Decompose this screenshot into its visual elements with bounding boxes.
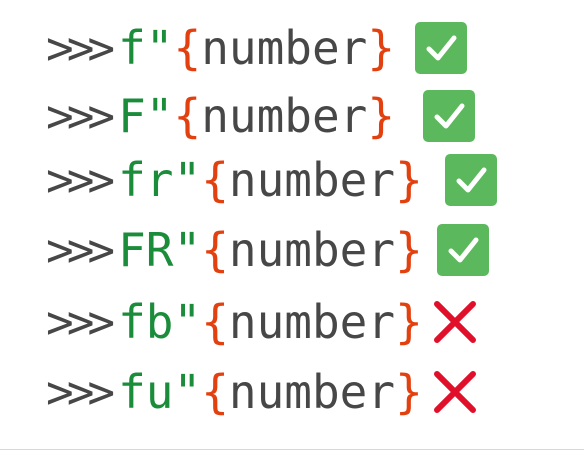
row-fb: >>> fb " { number } [46, 290, 481, 354]
code-line: >>> fb " { number } [46, 290, 423, 354]
check-icon [423, 90, 476, 142]
quote-text: " [145, 89, 174, 143]
row-fu: >>> fu " { number } [46, 360, 481, 424]
close-brace: } [395, 295, 423, 349]
open-brace: { [201, 153, 229, 207]
row-F: >>> F " { number } [46, 84, 476, 148]
row-fr: >>> fr " { number } [46, 148, 497, 212]
code-line: >>> F " { number } [46, 84, 395, 148]
prompt-text: >>> [46, 153, 115, 207]
row-FR: >>> FR " { number } [46, 218, 489, 282]
prompt-text: >>> [46, 89, 115, 143]
variable-name: number [228, 365, 396, 419]
quote-text: " [173, 153, 202, 207]
code-line: >>> fu " { number } [46, 360, 423, 424]
prompt-text: >>> [46, 295, 115, 349]
code-line: >>> f " { number } [46, 16, 395, 80]
close-brace: } [395, 365, 423, 419]
cross-icon [429, 296, 481, 348]
quote-text: " [173, 295, 202, 349]
prefix-text: fu [118, 365, 174, 419]
open-brace: { [173, 89, 202, 143]
check-icon [415, 22, 468, 74]
prompt-text: >>> [46, 21, 115, 75]
code-line: >>> fr " { number } [46, 148, 423, 212]
check-icon [444, 154, 497, 206]
variable-name: number [228, 295, 396, 349]
cross-icon [429, 366, 481, 418]
open-brace: { [173, 21, 202, 75]
close-brace: } [367, 21, 396, 75]
close-brace: } [395, 153, 423, 207]
prefix-text: FR [118, 223, 174, 277]
quote-text: " [173, 365, 202, 419]
variable-name: number [201, 21, 368, 75]
prefix-text: fr [118, 153, 174, 207]
close-brace: } [395, 223, 423, 277]
prompt-text: >>> [46, 223, 115, 277]
close-brace: } [367, 89, 396, 143]
open-brace: { [201, 223, 229, 277]
quote-text: " [173, 223, 202, 277]
bottom-divider [0, 449, 584, 450]
open-brace: { [201, 365, 229, 419]
code-line: >>> FR " { number } [46, 218, 423, 282]
prompt-text: >>> [46, 365, 115, 419]
variable-name: number [228, 223, 396, 277]
variable-name: number [201, 89, 368, 143]
row-f: >>> f " { number } [46, 16, 468, 80]
quote-text: " [145, 21, 174, 75]
prefix-text: f [118, 21, 146, 75]
open-brace: { [201, 295, 229, 349]
check-icon [436, 224, 489, 276]
prefix-text: F [118, 89, 146, 143]
variable-name: number [228, 153, 396, 207]
prefix-text: fb [118, 295, 174, 349]
